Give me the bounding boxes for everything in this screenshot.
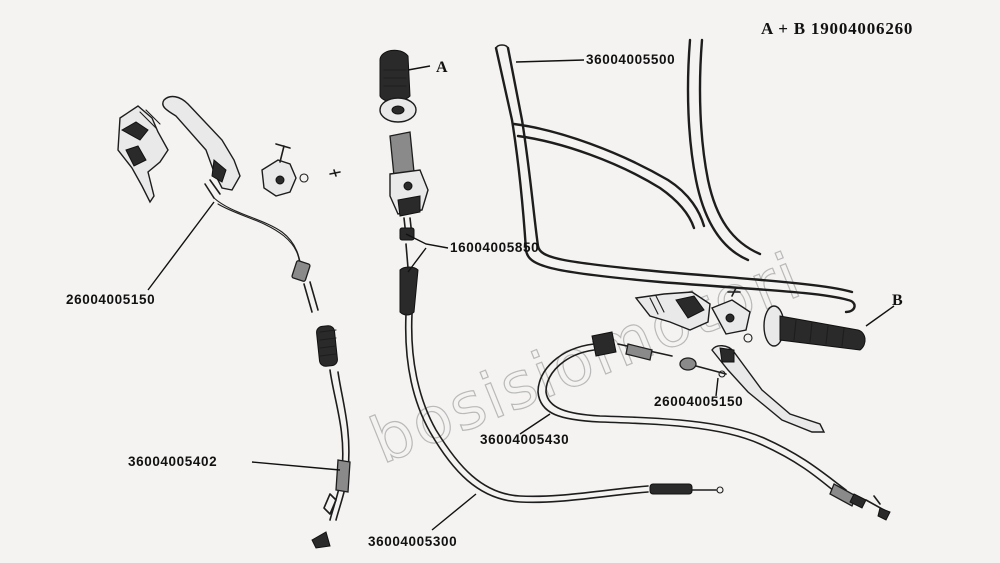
right-cable-ferrule [829, 483, 857, 507]
right-lever-pivot [719, 347, 735, 363]
leader-throttle-cable [431, 493, 477, 531]
left-cable-inner-2 [217, 203, 301, 271]
right-lever-assembly [537, 287, 891, 521]
right-cable-wire [695, 365, 727, 375]
handlebar-right-riser-outer [686, 38, 750, 262]
label-left-cable: 36004005402 [128, 454, 217, 469]
label-left-lever-cable-end: 26004005150 [66, 292, 155, 307]
assembly-ref-label: A + B 19004006260 [761, 19, 913, 38]
grip-a-texture [383, 69, 407, 87]
label-handlebar: 36004005500 [586, 52, 675, 67]
label-right-lever-cable-end: 26004005150 [654, 394, 743, 409]
grip-a [379, 49, 411, 103]
throttle-housing-hole [403, 181, 413, 191]
left-cable-ferrule [335, 459, 351, 493]
throttle-wire-end [716, 486, 724, 494]
throttle-outer-cable [404, 313, 649, 504]
throttle-assembly [379, 49, 724, 504]
left-clamp-screw [275, 143, 291, 163]
right-clamp-nut [743, 333, 753, 343]
left-cable-spring [316, 325, 338, 367]
left-clamp-hole [275, 175, 285, 185]
right-clamp-screw [727, 287, 741, 297]
leader-grip-a [407, 65, 431, 71]
leader-handlebar [515, 59, 585, 63]
throttle-tube [389, 131, 415, 177]
left-cable-thread [303, 281, 319, 313]
label-grip-a: A [436, 59, 448, 76]
throttle-cable-link [405, 243, 409, 269]
left-housing-shadow-2 [125, 145, 147, 167]
right-cable-spring [849, 493, 867, 509]
leader-right-cable-end [715, 377, 719, 397]
handlebar-right-riser-inner [698, 38, 762, 256]
throttle-lower-sleeve [649, 483, 693, 495]
left-cable-adjuster [291, 260, 311, 282]
right-cable-adjuster [591, 331, 617, 357]
handlebar-crossbar-bottom [516, 134, 696, 230]
leader-left-cable [251, 461, 341, 471]
leader-grip-b [865, 305, 895, 327]
right-cable-barrel [625, 343, 653, 361]
grip-b-texture [793, 319, 845, 347]
left-clamp-nut [299, 173, 309, 183]
label-right-cable: 36004005430 [480, 432, 569, 447]
left-small-screw [329, 169, 341, 177]
leader-left-cable-end [147, 201, 215, 291]
left-cable-barrel [323, 493, 337, 515]
right-outer-cable [537, 343, 841, 497]
label-throttle-cable-ends: 16004005850 [450, 240, 539, 255]
label-throttle-cable: 36004005300 [368, 534, 457, 549]
right-clamp-hole [725, 313, 735, 323]
left-housing-shadow [120, 121, 149, 141]
handlebar-inner-edge [506, 46, 854, 294]
left-housing-ribs [139, 109, 161, 129]
leader-throttle-upper [405, 233, 449, 249]
left-lever-assembly [117, 95, 351, 549]
grip-b [779, 315, 866, 351]
handlebar-crossbar-top [512, 122, 706, 228]
left-cable-end [311, 531, 331, 549]
throttle-housing-shadow [397, 195, 421, 217]
leader-right-cable [519, 413, 551, 435]
label-grip-b: B [892, 292, 903, 309]
handlebar-end-left [495, 44, 509, 49]
leader-throttle-lower [407, 247, 427, 273]
handlebar [494, 38, 856, 314]
left-lever-pivot [211, 159, 227, 183]
right-outer-cable-2 [545, 349, 847, 491]
throttle-outer-cable-2 [410, 313, 649, 498]
left-cable-nipple [204, 179, 221, 199]
right-cable-end [877, 507, 891, 521]
handlebar-outer-edge [494, 46, 856, 314]
right-perch-shadow [675, 295, 705, 319]
right-perch-ribs [649, 295, 665, 315]
throttle-cable-sleeve [399, 266, 419, 316]
right-cable-nipple [718, 370, 726, 378]
leader-lines [147, 59, 895, 531]
throttle-drum-hole [391, 105, 405, 115]
right-cable-nut [679, 357, 697, 371]
